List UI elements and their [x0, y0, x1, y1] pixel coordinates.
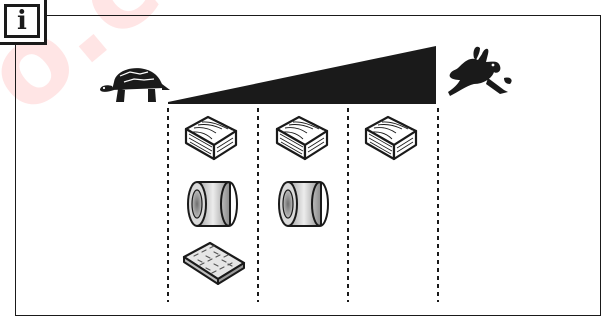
info-panel-frame	[15, 15, 601, 316]
wood-block-icon	[184, 115, 238, 161]
column-3	[364, 115, 418, 161]
pipe-section-icon	[187, 181, 238, 227]
speed-wedge	[168, 46, 436, 104]
tortoise-icon	[100, 68, 170, 102]
info-badge-box: i	[4, 4, 40, 38]
column-2	[275, 115, 329, 227]
info-badge: i	[0, 0, 47, 45]
hare-icon	[448, 46, 512, 96]
wood-block-icon	[364, 115, 418, 161]
pipe-section-icon	[278, 181, 329, 227]
checker-plate-icon	[182, 241, 246, 286]
wood-block-icon	[275, 115, 329, 161]
column-1	[182, 115, 246, 286]
column-dividers	[167, 108, 439, 302]
info-letter: i	[17, 6, 27, 36]
